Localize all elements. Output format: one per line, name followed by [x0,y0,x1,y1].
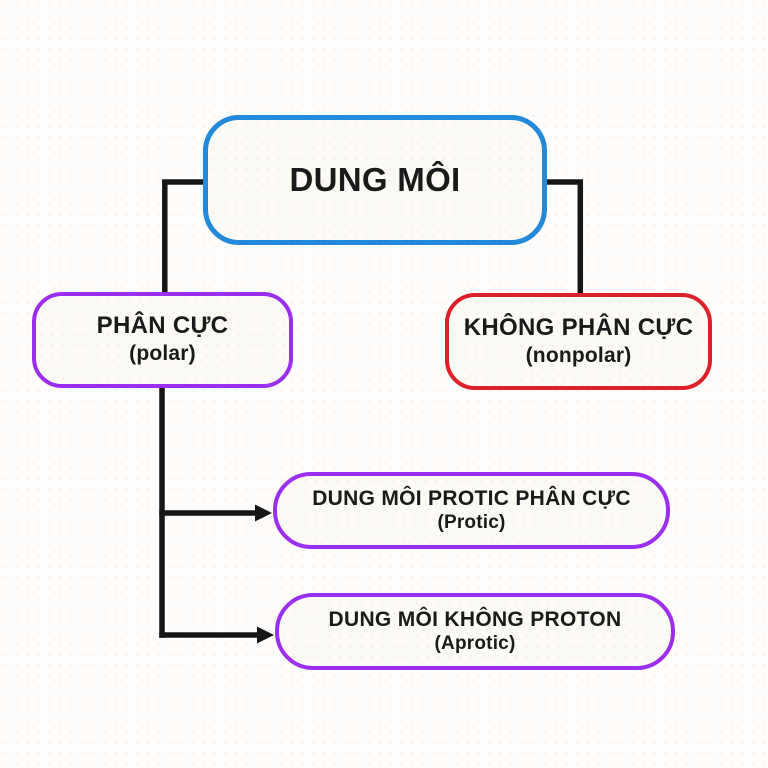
node-dung-moi: DUNG MÔI [203,115,547,245]
arrowhead-protic [255,504,272,522]
node-protic-label: DUNG MÔI PROTIC PHÂN CỰC [312,487,631,511]
edge-root-nonpolar [545,179,584,293]
node-protic: DUNG MÔI PROTIC PHÂN CỰC (Protic) [273,472,670,549]
node-khong-phan-cuc-sublabel: (nonpolar) [525,343,632,367]
node-aprotic-label: DUNG MÔI KHÔNG PROTON [328,608,622,632]
edge-root-polar [162,179,205,292]
node-phan-cuc-sublabel: (polar) [129,342,196,366]
node-protic-sublabel: (Protic) [437,512,506,534]
node-khong-phan-cuc-label: KHÔNG PHÂN CỰC [463,313,694,341]
node-aprotic-sublabel: (Aprotic) [434,633,516,655]
node-khong-phan-cuc: KHÔNG PHÂN CỰC (nonpolar) [445,293,712,390]
node-phan-cuc-label: PHÂN CỰC [96,312,229,340]
arrowhead-aprotic [257,626,274,644]
node-aprotic: DUNG MÔI KHÔNG PROTON (Aprotic) [275,593,675,670]
node-dung-moi-label: DUNG MÔI [289,161,461,199]
node-phan-cuc: PHÂN CỰC (polar) [32,292,293,388]
